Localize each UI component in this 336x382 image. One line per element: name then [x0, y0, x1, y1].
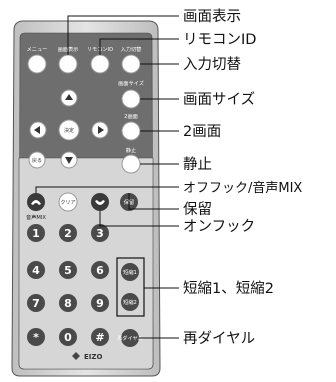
- key-3-label: 3: [96, 227, 104, 240]
- key-7[interactable]: [27, 294, 45, 312]
- input-switch-button[interactable]: [121, 54, 141, 74]
- key-8[interactable]: [59, 294, 77, 312]
- speed-dial-group-box: [116, 257, 145, 317]
- key-2[interactable]: [59, 224, 77, 242]
- up-arrow-icon: [65, 94, 73, 100]
- screen-display-button[interactable]: [58, 54, 78, 74]
- enter-label: 決定: [64, 127, 74, 134]
- callout-lines: [35, 15, 179, 339]
- right-arrow-icon: [98, 126, 104, 134]
- dual-screen-label: 2画面: [124, 113, 138, 120]
- left-arrow-icon: [34, 126, 40, 134]
- leader-screen-display: [67, 15, 179, 55]
- key-hash[interactable]: [91, 328, 109, 346]
- callout-redial: 再ダイヤル: [183, 330, 255, 347]
- keypad: 1 2 3 4 5 6 7 8 9 * 0 #: [27, 224, 109, 346]
- phone-icon: [31, 200, 41, 205]
- enter-button[interactable]: [58, 119, 80, 141]
- back-label: 戻る: [32, 157, 42, 164]
- key-6-label: 6: [96, 264, 104, 277]
- callout-screen-display: 画面表示: [183, 8, 241, 25]
- leader-remote-id: [99, 38, 179, 55]
- speed-dial-2-button[interactable]: [121, 293, 139, 311]
- callout-off-hook-mix: オフフック/音声MIX: [183, 180, 302, 196]
- key-1[interactable]: [27, 224, 45, 242]
- key-3[interactable]: [91, 224, 109, 242]
- key-4-label: 4: [32, 264, 40, 277]
- redial-button[interactable]: [121, 329, 139, 347]
- callout-on-hook: オンフック: [183, 218, 255, 235]
- callout-speed-dial: 短縮1、短縮2: [183, 280, 274, 297]
- key-0[interactable]: [59, 328, 77, 346]
- callout-input-switch: 入力切替: [183, 56, 241, 73]
- callout-remote-id: リモコンID: [183, 32, 256, 48]
- redial-label: 再ダイヤル: [117, 334, 143, 342]
- hangup-icon: [95, 200, 105, 205]
- input-switch-label: 入力切替: [121, 45, 142, 53]
- down-arrow-icon: [65, 157, 73, 164]
- key-star-label: *: [33, 331, 39, 344]
- speed-dial-2-label: 短縮2: [123, 298, 137, 306]
- key-6[interactable]: [91, 261, 109, 279]
- eizo-logo-icon: [72, 352, 80, 360]
- key-5[interactable]: [59, 261, 77, 279]
- key-4[interactable]: [27, 261, 45, 279]
- freeze-label: 静止: [126, 146, 136, 154]
- callout-screen-size: 画面サイズ: [183, 91, 255, 108]
- callout-freeze: 静止: [183, 156, 212, 173]
- key-hash-label: #: [95, 331, 104, 344]
- key-5-label: 5: [64, 264, 72, 277]
- clear-button[interactable]: [58, 192, 78, 212]
- key-0-label: 0: [64, 331, 72, 344]
- menu-button[interactable]: [27, 54, 47, 74]
- remote-id-button[interactable]: [90, 54, 110, 74]
- menu-label: メニュー: [27, 46, 48, 53]
- screen-size-label: 画面サイズ: [118, 79, 144, 87]
- clear-label: クリア: [60, 200, 75, 206]
- key-2-label: 2: [64, 227, 72, 240]
- speed-dial-1-label: 短縮1: [123, 268, 137, 276]
- back-button[interactable]: [28, 151, 46, 169]
- speed-dial-1-button[interactable]: [121, 263, 139, 281]
- audio-mix-label: 音声MIX: [26, 213, 46, 221]
- leader-hold: [128, 193, 179, 210]
- freeze-button[interactable]: [121, 154, 141, 174]
- key-8-label: 8: [64, 297, 72, 310]
- dual-screen-button[interactable]: [121, 121, 141, 141]
- leader-on-hook: [99, 211, 179, 227]
- callout-hold: 保留: [183, 201, 212, 218]
- key-9-label: 9: [96, 297, 104, 310]
- key-7-label: 7: [32, 297, 40, 310]
- leader-off-hook: [35, 186, 179, 193]
- key-9[interactable]: [91, 294, 109, 312]
- brand-label: EIZO: [84, 353, 102, 361]
- callout-dual-screen: 2画面: [183, 124, 221, 140]
- screen-size-button[interactable]: [121, 89, 141, 109]
- key-1-label: 1: [32, 227, 40, 240]
- key-star[interactable]: [27, 328, 45, 346]
